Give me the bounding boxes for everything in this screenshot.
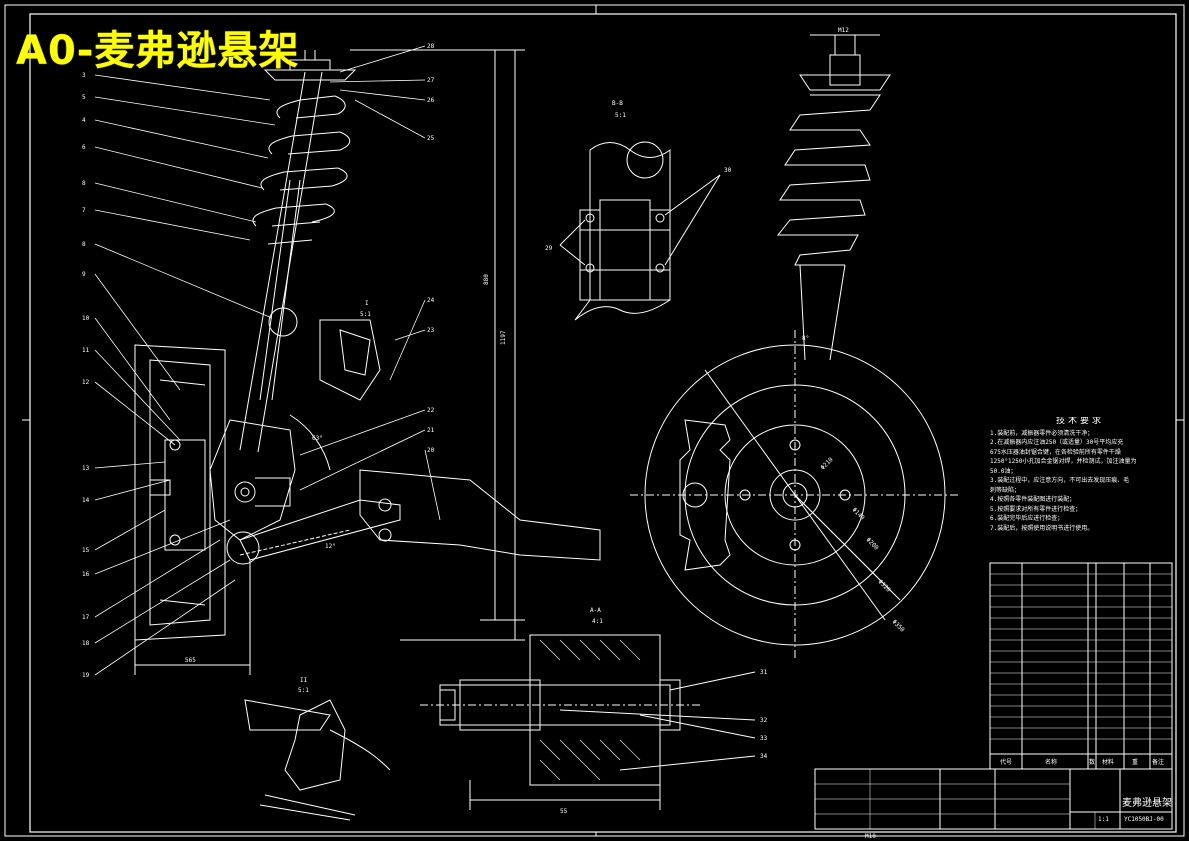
dim-disc-4: Φ320 [877, 578, 892, 593]
drawing-title: A0-麦弗逊悬架 [16, 28, 300, 74]
bom-header-name: 名称 [1045, 759, 1058, 766]
tech-item: 50.0油； [990, 467, 1017, 475]
part-number-left: 14 [82, 497, 90, 504]
part-number-right: 24 [427, 297, 435, 304]
part-number-right: 25 [427, 135, 435, 142]
part-number-left: 19 [82, 672, 90, 679]
part-number-left: 10 [82, 315, 90, 322]
detail-2-name: II [300, 677, 308, 684]
tech-item: 3.装配过程中，应注意方向，不可出去发现压痕、毛 [990, 477, 1130, 484]
bom-header-code: 代号 [1000, 759, 1013, 766]
dim-disc-1: Φ210 [819, 456, 834, 471]
detail-2-scale: 5:1 [298, 687, 309, 694]
part-number-left: 17 [82, 614, 90, 621]
dim-height-total: 1197 [500, 330, 507, 345]
title-block-scale: 1:1 [1098, 816, 1109, 823]
section-aa-name: A-A [590, 607, 601, 614]
dim-track: 565 [185, 657, 196, 664]
dim-disc-5: Φ350 [891, 618, 906, 633]
detail-1-name: I [365, 300, 369, 307]
dim-angle-1: 63° [312, 435, 323, 442]
tech-item: 675水压器油封锯合键，在各检验前所有零件干燥 [990, 448, 1121, 456]
callout-31: 31 [760, 669, 768, 676]
part-number-left: 8 [82, 180, 86, 187]
bom-header-material: 材料 [1102, 759, 1115, 766]
dim-rod: M12 [838, 27, 849, 34]
part-number-right: 26 [427, 97, 435, 104]
part-number-left: 5 [82, 94, 86, 101]
part-number-left: 16 [82, 571, 90, 578]
section-bb-name: B-B [612, 100, 623, 107]
bom-header-qty: 数 [1089, 759, 1096, 766]
part-number-left: 18 [82, 640, 90, 647]
part-number-left: 9 [82, 271, 86, 278]
section-aa-scale: 4:1 [592, 618, 603, 625]
tech-item: 7.装配后，按照使用说明书进行使用。 [990, 524, 1094, 532]
part-number-right: 27 [427, 77, 435, 84]
section-bb-scale: 5:1 [615, 112, 626, 119]
part-number-left: 3 [82, 72, 86, 79]
part-number-left: 11 [82, 347, 90, 354]
tech-item: 5.按照要求对所有零件进行检查； [990, 505, 1082, 513]
part-number-right: 21 [427, 427, 435, 434]
callout-32: 32 [760, 717, 768, 724]
tech-item: 1.装配前，减振器零件必须清洗干净； [990, 429, 1094, 437]
part-number-left: 6 [82, 144, 86, 151]
part-number-right: 28 [427, 43, 435, 50]
callout-33: 33 [760, 735, 768, 742]
tech-requirements: 技术要求 1.装配前，减振器零件必须清洗干净； 2.在减振器内应注油250（或适… [990, 417, 1170, 533]
tech-item: 2.在减振器内应注油250（或适量）30号平均应充 [990, 439, 1124, 446]
title-block-drawing-no: YC1050BJ-00 [1124, 816, 1164, 823]
part-number-left: 15 [82, 547, 90, 554]
part-number-left: 12 [82, 379, 90, 386]
bom-header-note: 备注 [1152, 759, 1165, 766]
part-number-left: 13 [82, 465, 90, 472]
part-number-right: 20 [427, 447, 435, 454]
detail-1-scale: 5:1 [360, 311, 371, 318]
title-block-name: 麦弗逊悬架 [1122, 798, 1172, 809]
part-number-left: 8 [82, 241, 86, 248]
callout-34: 34 [760, 753, 768, 760]
tech-item: 刺等缺陷； [990, 486, 1021, 494]
tech-item: 6.装配完毕后应进行检查； [990, 515, 1064, 522]
part-number-left: 4 [82, 117, 86, 124]
part-number-right: 22 [427, 407, 435, 414]
tech-requirements-heading: 技术要求 [1055, 417, 1104, 426]
dim-bolt-length: 55 [560, 808, 568, 815]
callout-30: 30 [724, 167, 732, 174]
callout-29: 29 [545, 245, 553, 252]
tech-item: 4.按照各零件装配图进行装配； [990, 496, 1076, 503]
bom-header-weight: 重 [1132, 759, 1139, 766]
dim-angle-2: 12° [325, 543, 336, 550]
dim-height-upper: 880 [483, 274, 490, 285]
part-number-left: 7 [82, 207, 86, 214]
dim-disc-3: Φ200 [865, 536, 880, 551]
dim-bottom-center: M10 [865, 833, 876, 840]
tech-item: 1250°1250小孔加合金锯对焊，并检测试，加注油量为 [990, 458, 1137, 465]
dim-angle-3: 8° [802, 335, 809, 342]
part-number-right: 23 [427, 327, 435, 334]
